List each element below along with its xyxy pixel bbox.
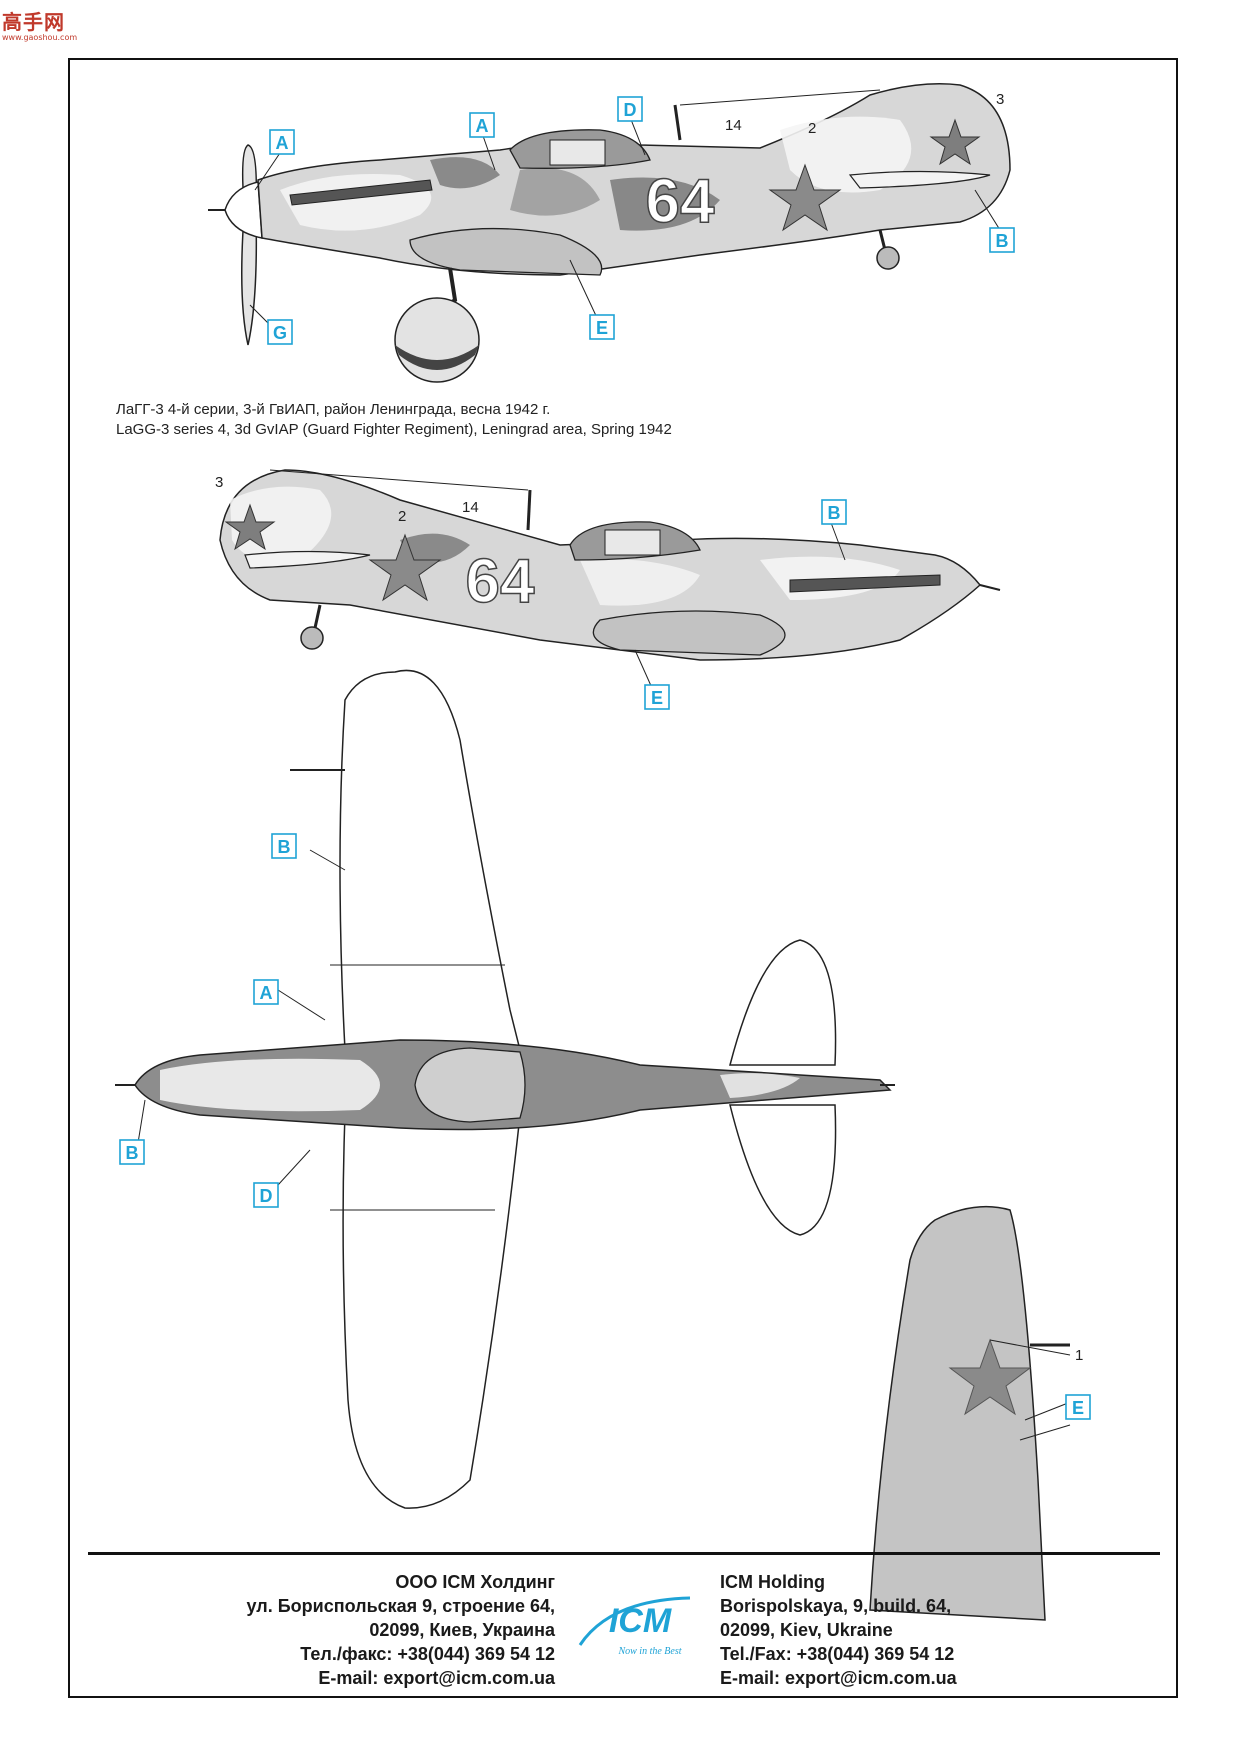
tail-wheel-2	[300, 626, 324, 650]
callout-D-2-label: D	[260, 1186, 273, 1206]
email-ru: E-mail: export@icm.com.ua	[318, 1668, 555, 1688]
icm-logo-slogan: Now in the Best	[617, 1646, 681, 1657]
city-en: 02099, Kiev, Ukraine	[720, 1620, 893, 1640]
city-ru: 02099, Киев, Украина	[369, 1620, 555, 1640]
plan-tail-lower	[729, 1104, 837, 1236]
street-en: Borispolskaya, 9, build. 64,	[720, 1596, 952, 1616]
callout-B-2: B	[821, 499, 847, 525]
fuselage-star-2	[368, 533, 442, 602]
callout-G-label: G	[273, 323, 287, 343]
callout-E-2: E	[644, 684, 670, 710]
wing-root	[409, 227, 603, 276]
callout-A-2: A	[469, 112, 495, 138]
callout-A-3-label: A	[260, 983, 273, 1003]
callout-D-1-label: D	[624, 100, 637, 120]
plan-tail-upper	[729, 939, 837, 1066]
watermark-text: 高手网	[2, 10, 65, 34]
watermark-logo: 高手网 www.gaoshou.com	[2, 6, 77, 42]
callout-G: G	[267, 319, 293, 345]
decal-number-2b: 2	[398, 508, 406, 525]
callout-A-2-label: A	[476, 116, 489, 136]
wing-detail-shape	[869, 1205, 1046, 1621]
company-en: ICM Holding	[720, 1572, 825, 1592]
rudder-star-2	[224, 503, 276, 551]
address-en: ICM Holding Borispolskaya, 9, build. 64,…	[720, 1570, 957, 1690]
page-frame	[68, 58, 1178, 1698]
callout-B-3: B	[271, 833, 297, 859]
callout-D-2: D	[253, 1182, 279, 1208]
callout-E-1: E	[589, 314, 615, 340]
decal-number-3: 3	[996, 91, 1004, 108]
tail-wheel	[876, 246, 900, 270]
icm-logo: ICM Now in the Best	[578, 1596, 691, 1657]
decal-number-2: 2	[808, 120, 816, 137]
watermark-url: www.gaoshou.com	[2, 33, 78, 42]
caption-ru: ЛаГГ-3 4-й серии, 3-й ГвИАП, район Ленин…	[116, 401, 551, 418]
callout-E-3-label: E	[1072, 1398, 1084, 1418]
callout-B-3-label: B	[278, 837, 291, 857]
callout-E-3: E	[1065, 1394, 1091, 1420]
footer-divider	[88, 1552, 1160, 1555]
callout-B-4: B	[119, 1139, 145, 1165]
caption-en: LaGG-3 series 4, 3d GvIAP (Guard Fighter…	[116, 421, 672, 438]
rudder-star	[929, 118, 981, 166]
phone-en: Tel./Fax: +38(044) 369 54 12	[720, 1644, 955, 1664]
callout-B-4-label: B	[126, 1143, 139, 1163]
callout-B-1-label: B	[996, 231, 1009, 251]
wing-star	[948, 1338, 1032, 1416]
callout-B-2-label: B	[828, 503, 841, 523]
decal-number-14: 14	[725, 117, 742, 134]
lower-wing	[342, 1114, 521, 1509]
street-ru: ул. Бориспольская 9, строение 64,	[246, 1596, 555, 1616]
decal-number-1: 1	[1075, 1347, 1083, 1364]
icm-logo-text: ICM	[609, 1602, 672, 1640]
callout-A-1: A	[269, 129, 295, 155]
upper-wing	[339, 669, 521, 1051]
callout-A-1-label: A	[276, 133, 289, 153]
callout-A-3: A	[253, 979, 279, 1005]
side-view-left	[208, 83, 1011, 383]
fuselage-star	[768, 163, 842, 232]
plan-canopy	[414, 1047, 526, 1123]
propeller-lower	[241, 214, 258, 346]
wing-detail	[869, 1205, 1071, 1621]
spinner	[224, 181, 263, 239]
profile-caption: ЛаГГ-3 4-й серии, 3-й ГвИАП, район Ленин…	[116, 400, 672, 440]
address-ru: ООО ICM Холдинг ул. Бориспольская 9, стр…	[247, 1570, 555, 1690]
callout-D-1: D	[617, 96, 643, 122]
plan-view	[115, 669, 895, 1509]
email-en: E-mail: export@icm.com.ua	[720, 1668, 957, 1688]
side-view-right	[219, 469, 1001, 661]
phone-ru: Тел./факс: +38(044) 369 54 12	[300, 1644, 555, 1664]
company-ru: ООО ICM Холдинг	[395, 1572, 555, 1592]
callout-E-1-label: E	[596, 318, 608, 338]
callout-B-1: B	[989, 227, 1015, 253]
decal-number-14b: 14	[462, 499, 479, 516]
aircraft-number-top: 64	[646, 167, 715, 236]
callout-E-2-label: E	[651, 688, 663, 708]
decal-number-3b: 3	[215, 474, 223, 491]
aircraft-number-side2: 64	[466, 547, 535, 616]
